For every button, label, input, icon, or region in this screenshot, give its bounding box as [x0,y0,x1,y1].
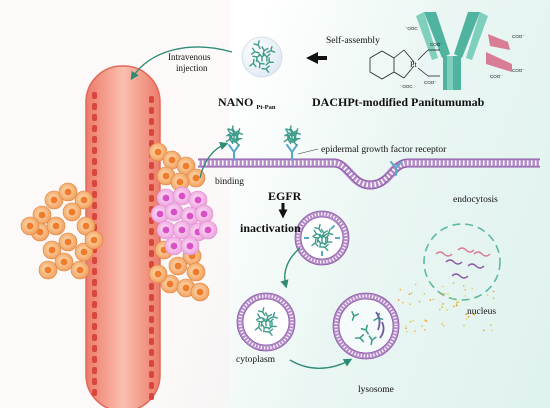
nucleus-dna-strands [435,247,491,279]
egfr-label: EGFR [268,189,302,203]
receptor-leader-line [297,148,319,155]
blood-vessel [85,65,161,408]
nano-title-main: NANO [218,95,253,109]
ooc-label-2: ⁻OOC [400,84,413,89]
nucleus-label: nucleus [467,307,496,317]
egf-receptors [228,144,402,176]
coo-label-2: COO⁻ [424,80,437,85]
nano-title-sub: Pt-Pan [256,104,276,111]
intravenous-arrow [130,46,233,81]
nano-particle-icon [241,36,283,78]
cell-membrane [198,158,540,190]
cytoplasm-label: cytoplasm [236,355,276,365]
bound-nanoparticles [225,125,302,146]
coo-label-3: COO⁻ [512,34,525,39]
released-drug-dots [397,282,495,333]
nano-title: NANO Pt-Pan [218,95,276,111]
antibody-structure: Pt COO⁻ COO⁻ COO⁻ COO⁻ COO⁻ ⁻OOC ⁻OOC [369,12,525,90]
cycle-arrow-bottom [289,358,353,369]
intravenous-label: Intravenous injection [168,52,213,73]
self-assembly-label: Self-assembly [326,35,380,46]
vessel-endothelium [92,92,154,400]
vesicle-cycle [236,210,400,360]
inactivation-label: inactivation [240,221,301,235]
dachpt-title: DACHPt-modified Panitumumab [312,95,485,109]
binding-label: binding [215,177,244,187]
pt-atom-label: Pt [410,60,417,69]
lysosome-label: lysosome [358,385,394,395]
coo-label-5: COO⁻ [490,74,503,79]
coo-label-4: COO⁻ [512,68,525,73]
cycle-arrow-left [280,247,301,289]
ooc-label-1: ⁻OOC [405,26,418,31]
tumor-cluster-left [20,182,104,280]
receptor-label: epidermal growth factor receptor [321,144,447,155]
binding-arrow [199,141,229,179]
coo-label-1: COO⁻ [430,42,443,47]
nucleus [423,223,501,301]
tumor-cluster-right [148,142,218,302]
endocytosis-label: endocytosis [453,195,498,205]
